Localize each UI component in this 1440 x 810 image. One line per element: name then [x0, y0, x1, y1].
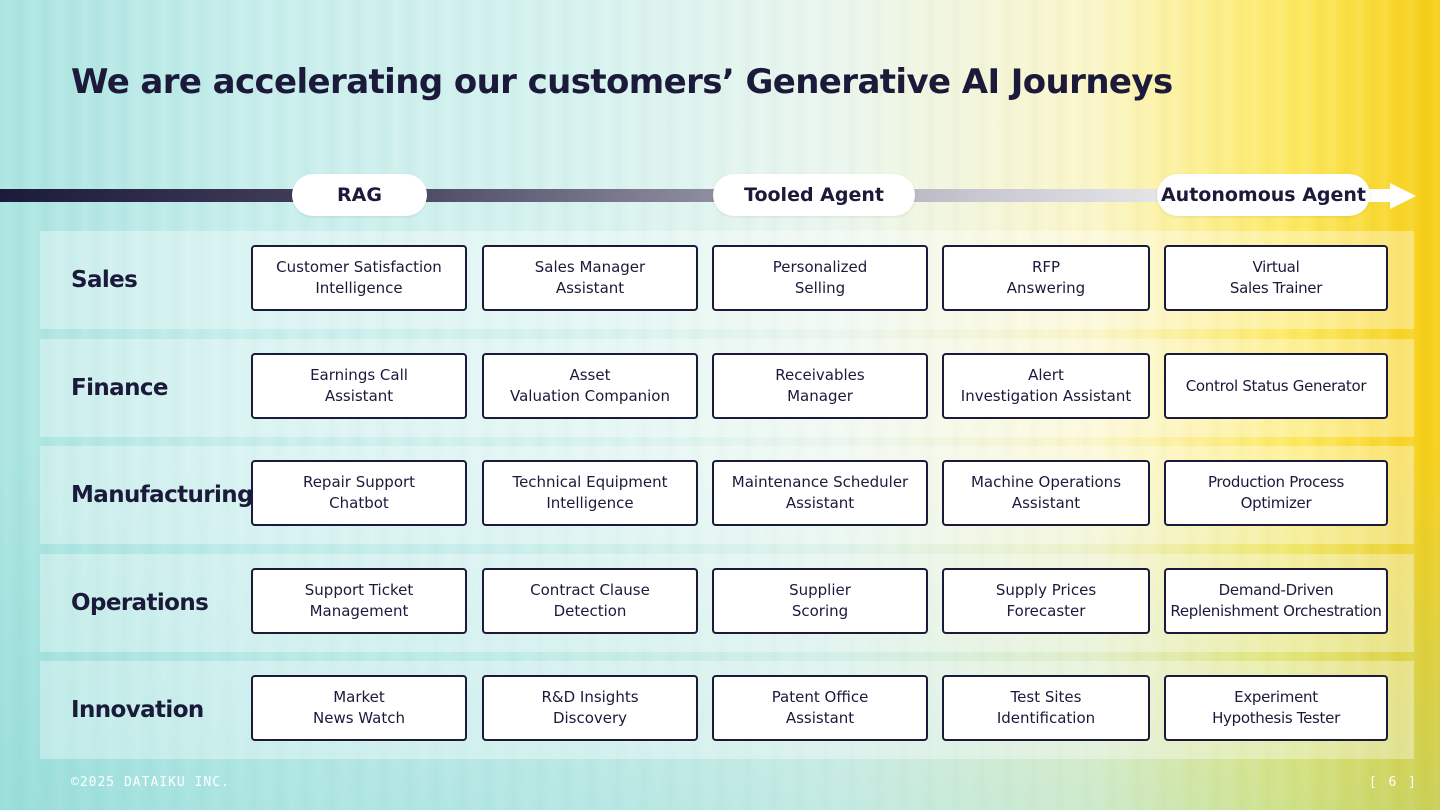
use-case-card-line: Production Process — [1207, 473, 1345, 491]
use-case-card-line: Supply Prices — [995, 581, 1097, 599]
use-case-card-line: RFP — [1031, 258, 1061, 276]
use-case-card-line: Chatbot — [329, 494, 389, 512]
use-case-card-line: Market — [333, 688, 385, 706]
use-case-card-line: Assistant — [1011, 494, 1081, 512]
use-case-card-line: Supplier — [789, 581, 851, 599]
use-case-card-line: Intelligence — [546, 494, 634, 512]
use-case-card-line: Contract Clause — [530, 581, 650, 599]
use-case-card-line: News Watch — [313, 709, 405, 727]
use-case-card-line: Earnings Call — [310, 366, 408, 384]
use-case-card-line: Assistant — [785, 709, 855, 727]
row-label: Manufacturing — [71, 482, 254, 508]
use-case-card-line: Hypothesis Tester — [1212, 709, 1340, 727]
use-case-card-line: Personalized — [772, 258, 868, 276]
use-case-card-line: Detection — [553, 602, 627, 620]
use-case-card-line: Answering — [1006, 279, 1086, 297]
use-case-card-line: Machine Operations — [970, 473, 1122, 491]
use-case-card-line: Assistant — [324, 387, 394, 405]
use-case-card-line: Technical Equipment — [512, 473, 668, 491]
use-case-card-line: Experiment — [1234, 688, 1318, 706]
arrow-right-icon — [1390, 183, 1416, 209]
use-case-card-line: Forecaster — [1006, 602, 1086, 620]
row-label: Innovation — [71, 697, 204, 723]
use-case-card-line: Test Sites — [1010, 688, 1082, 706]
copyright: ©2025 DATAIKU INC. — [71, 775, 230, 790]
use-case-card-line: Sales Manager — [534, 258, 646, 276]
use-case-card-line: Identification — [996, 709, 1096, 727]
use-case-card-line: Management — [309, 602, 409, 620]
row-label: Finance — [71, 375, 169, 401]
use-case-card: RFP Answering — [942, 245, 1150, 311]
use-case-card-line: Sales Trainer — [1229, 279, 1323, 297]
use-case-card-line: Manager — [787, 387, 853, 405]
use-case-card-line: Optimizer — [1240, 494, 1312, 512]
use-case-card-line: Intelligence — [315, 279, 403, 297]
use-case-card-line: Receivables — [775, 366, 865, 384]
use-case-card-line: Selling — [794, 279, 846, 297]
use-case-card-line: Control Status Generator — [1185, 376, 1367, 395]
row-label: Sales — [71, 267, 138, 293]
use-case-card-line: Customer Satisfaction — [276, 258, 442, 276]
use-case-card-line: Replenishment Orchestration — [1170, 602, 1382, 620]
use-case-card-line: Valuation Companion — [510, 387, 670, 405]
use-case-card-line: Support Ticket — [304, 581, 414, 599]
page-number: [ 6 ] — [1368, 775, 1418, 790]
use-case-card-line: Assistant — [785, 494, 855, 512]
use-case-card-line: Assistant — [555, 279, 625, 297]
use-case-card: Control Status Generator — [1164, 353, 1388, 419]
use-case-card-line: R&D Insights — [541, 688, 639, 706]
stage-rag: RAG — [292, 174, 427, 216]
row-label: Operations — [71, 590, 209, 616]
use-case-card-line: Asset — [569, 366, 611, 384]
use-case-card-line: Maintenance Scheduler — [731, 473, 909, 491]
use-case-card-line: Repair Support — [302, 473, 416, 491]
use-case-card-line: Scoring — [791, 602, 849, 620]
use-case-card-line: Demand-Driven — [1218, 581, 1334, 599]
use-case-card-line: Patent Office — [771, 688, 869, 706]
use-case-card-line: Alert — [1028, 366, 1064, 384]
stage-autonomous-agent: Autonomous Agent — [1157, 174, 1370, 216]
slide-title: We are accelerating our customers’ Gener… — [71, 62, 1173, 102]
use-case-card-line: Virtual — [1252, 258, 1300, 276]
stage-tooled-agent: Tooled Agent — [713, 174, 915, 216]
use-case-card-line: Investigation Assistant — [960, 387, 1132, 405]
use-case-card-line: Discovery — [552, 709, 628, 727]
